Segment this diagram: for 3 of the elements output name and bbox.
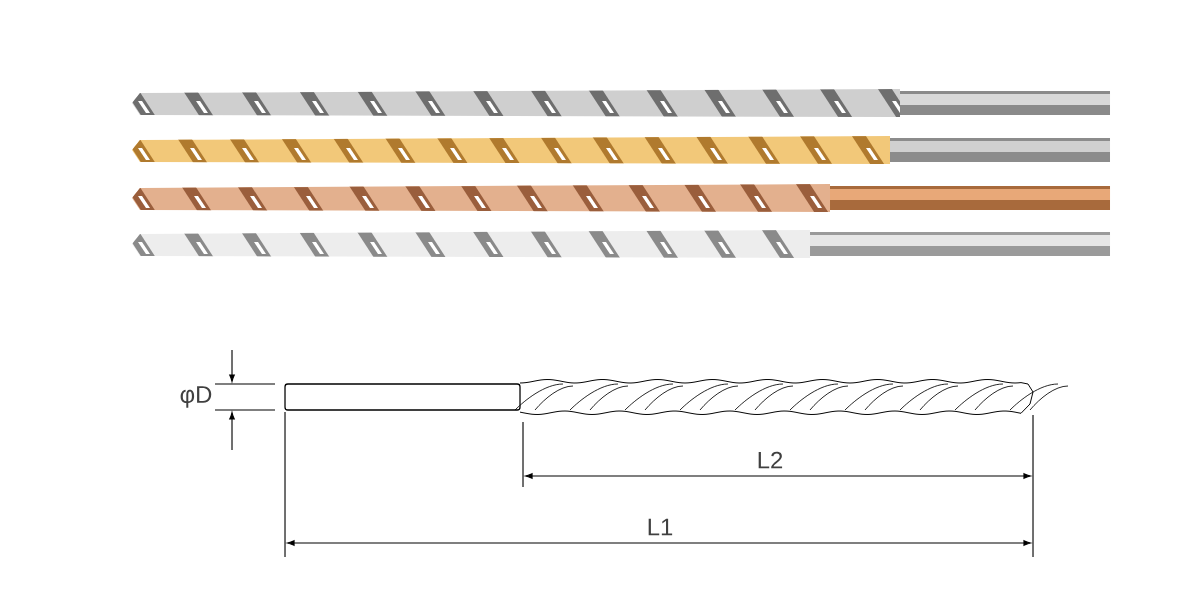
dimension-label: L2 <box>758 451 783 469</box>
dimension-label: L1 <box>648 518 673 536</box>
dimension-label: φD <box>180 386 212 408</box>
